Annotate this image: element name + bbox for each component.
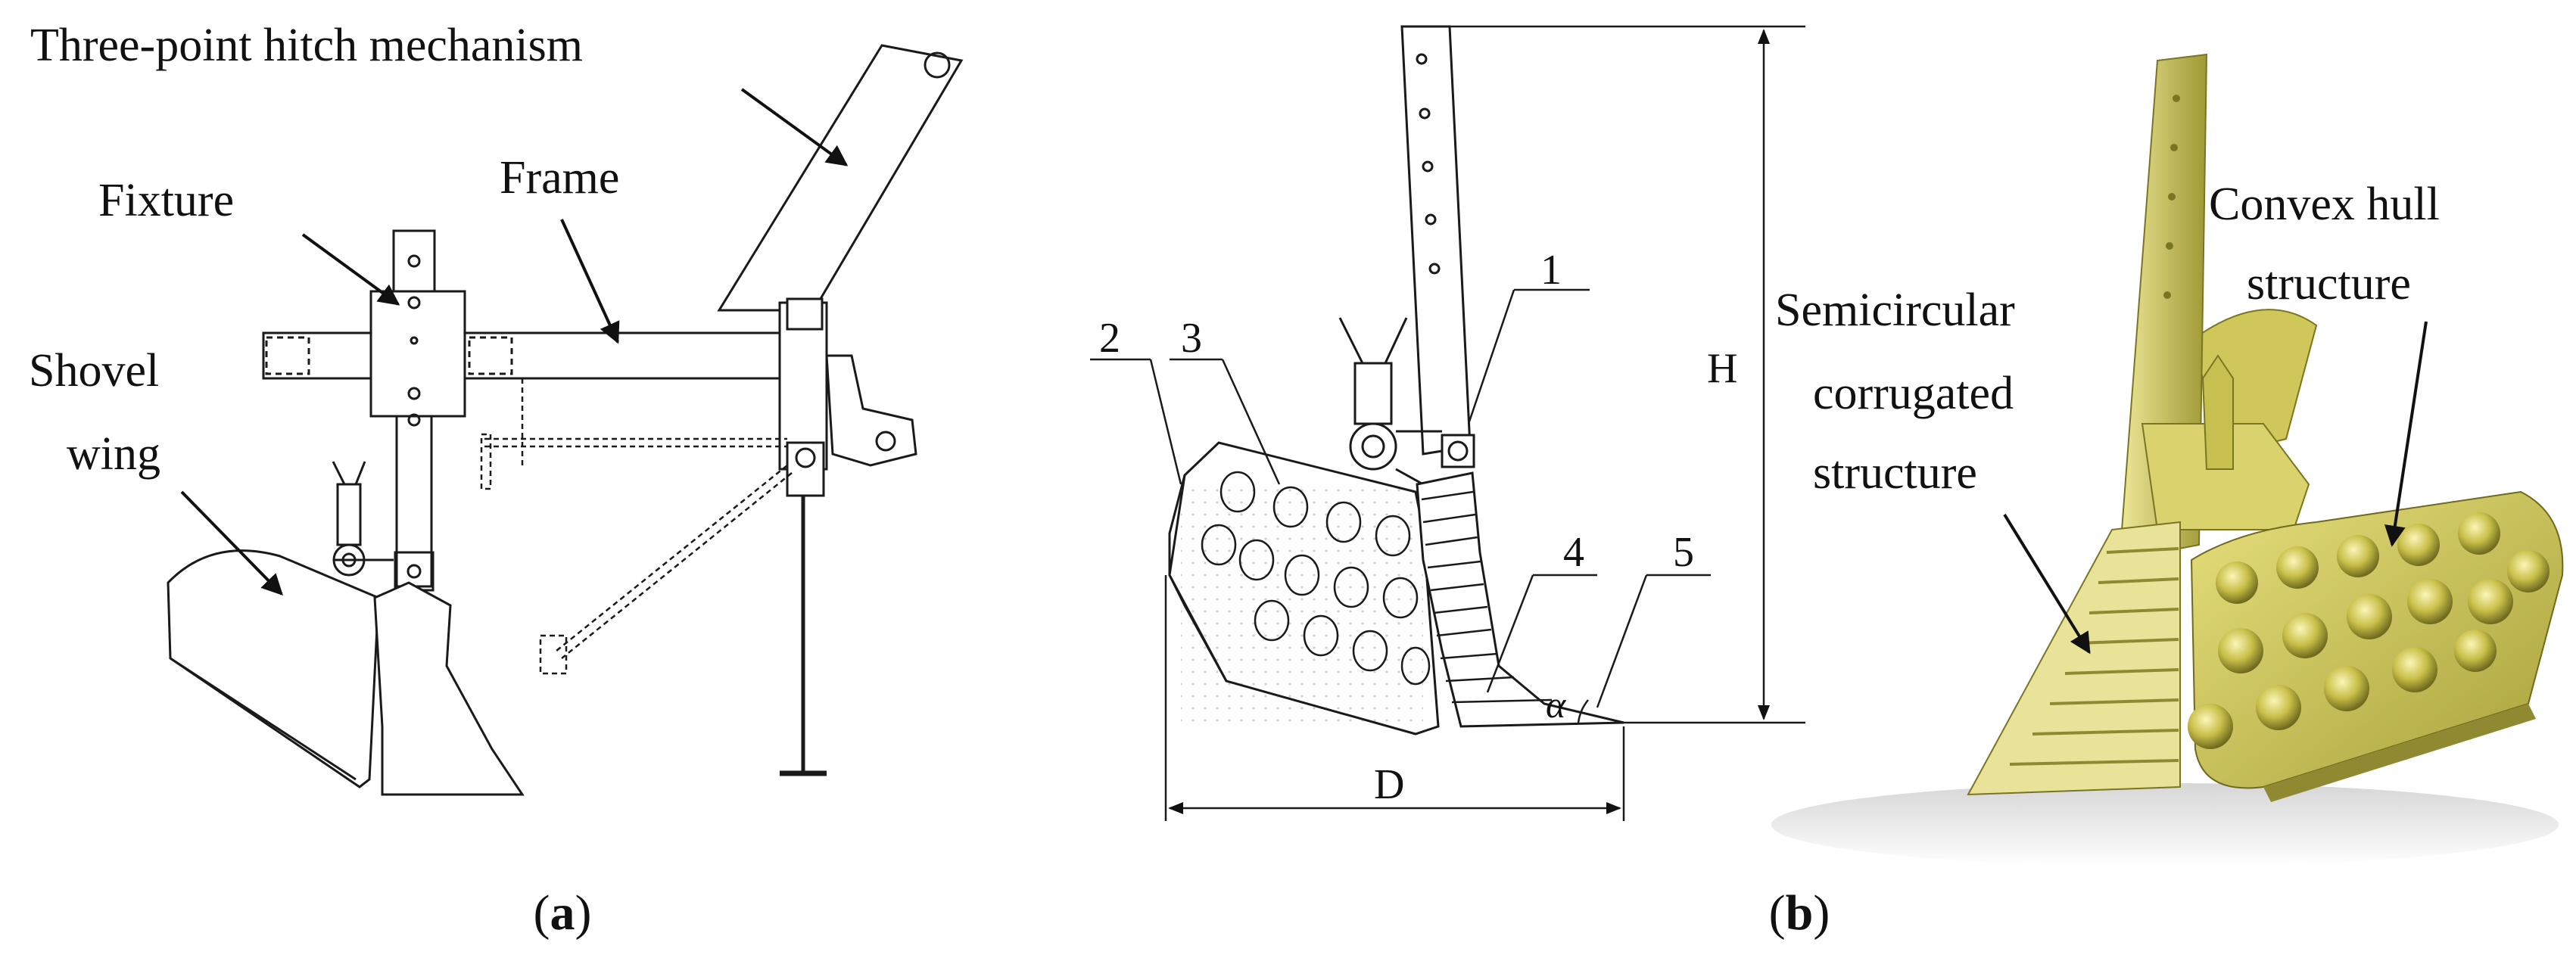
label-fixture: Fixture bbox=[98, 175, 234, 226]
part-number-2: 2 bbox=[1099, 315, 1120, 362]
number-leaders bbox=[1090, 288, 1711, 708]
render-corrugated bbox=[1967, 521, 2181, 796]
angle-alpha: α bbox=[1546, 683, 1567, 726]
panel-a-arrows bbox=[180, 88, 849, 596]
label-semicircular-2: corrugated bbox=[1813, 368, 2014, 419]
label-shovel-2: wing bbox=[67, 428, 160, 480]
arrow-shovel bbox=[180, 490, 283, 596]
wing-holes bbox=[1201, 471, 1431, 686]
hitch-arm bbox=[717, 44, 964, 312]
depth-clamp bbox=[1338, 317, 1442, 486]
panel-b-drawing bbox=[1090, 25, 1805, 821]
wing-plate bbox=[1168, 441, 1440, 736]
frame-bracket bbox=[778, 297, 917, 776]
dashed-stand bbox=[480, 378, 793, 675]
part-number-3: 3 bbox=[1181, 315, 1202, 362]
arrow-hitch bbox=[740, 88, 849, 166]
render-shadow bbox=[1771, 783, 2559, 866]
frame-beam bbox=[262, 331, 787, 380]
arrow-convex bbox=[2384, 321, 2428, 547]
label-frame: Frame bbox=[500, 152, 619, 204]
render-convex-plate bbox=[2188, 490, 2564, 802]
dimension-d: D bbox=[1374, 761, 1404, 808]
label-convex-2: structure bbox=[2247, 258, 2411, 309]
panel-a-drawing bbox=[167, 44, 964, 796]
part-number-1: 1 bbox=[1540, 247, 1562, 294]
caption-b: (b) bbox=[1769, 885, 1830, 941]
shank-post bbox=[1400, 25, 1475, 468]
angle-arc bbox=[1577, 699, 1589, 723]
depth-linkage bbox=[332, 461, 394, 577]
arrow-frame bbox=[560, 219, 620, 344]
label-hitch: Three-point hitch mechanism bbox=[30, 20, 583, 71]
main-shovel bbox=[373, 581, 525, 796]
panel-a-labels: Three-point hitch mechanism Fixture Fram… bbox=[29, 20, 619, 480]
part-number-4: 4 bbox=[1563, 529, 1584, 576]
panel-b-arrows bbox=[2003, 321, 2428, 655]
corrugated-shovel bbox=[1416, 471, 1624, 728]
label-semicircular-1: Semicircular bbox=[1775, 285, 2015, 336]
arrow-semicircular bbox=[2003, 513, 2091, 655]
label-semicircular-3: structure bbox=[1813, 447, 1977, 499]
dimension-lines bbox=[1164, 25, 1805, 821]
fixture-clamp bbox=[369, 229, 466, 592]
part-number-5: 5 bbox=[1673, 529, 1694, 576]
label-shovel-1: Shovel bbox=[29, 345, 159, 397]
label-convex-1: Convex hull bbox=[2209, 179, 2440, 230]
convex-bumps bbox=[2188, 512, 2550, 749]
panel-b-labels: Semicircular corrugated structure Convex… bbox=[1775, 179, 2440, 499]
dimension-h: H bbox=[1707, 345, 1737, 392]
arrow-fixture bbox=[301, 233, 400, 306]
render-3d bbox=[1771, 53, 2564, 866]
caption-a: (a) bbox=[534, 885, 592, 941]
panel-b-numbers: 1 2 3 4 5 H D α bbox=[1099, 247, 1737, 808]
